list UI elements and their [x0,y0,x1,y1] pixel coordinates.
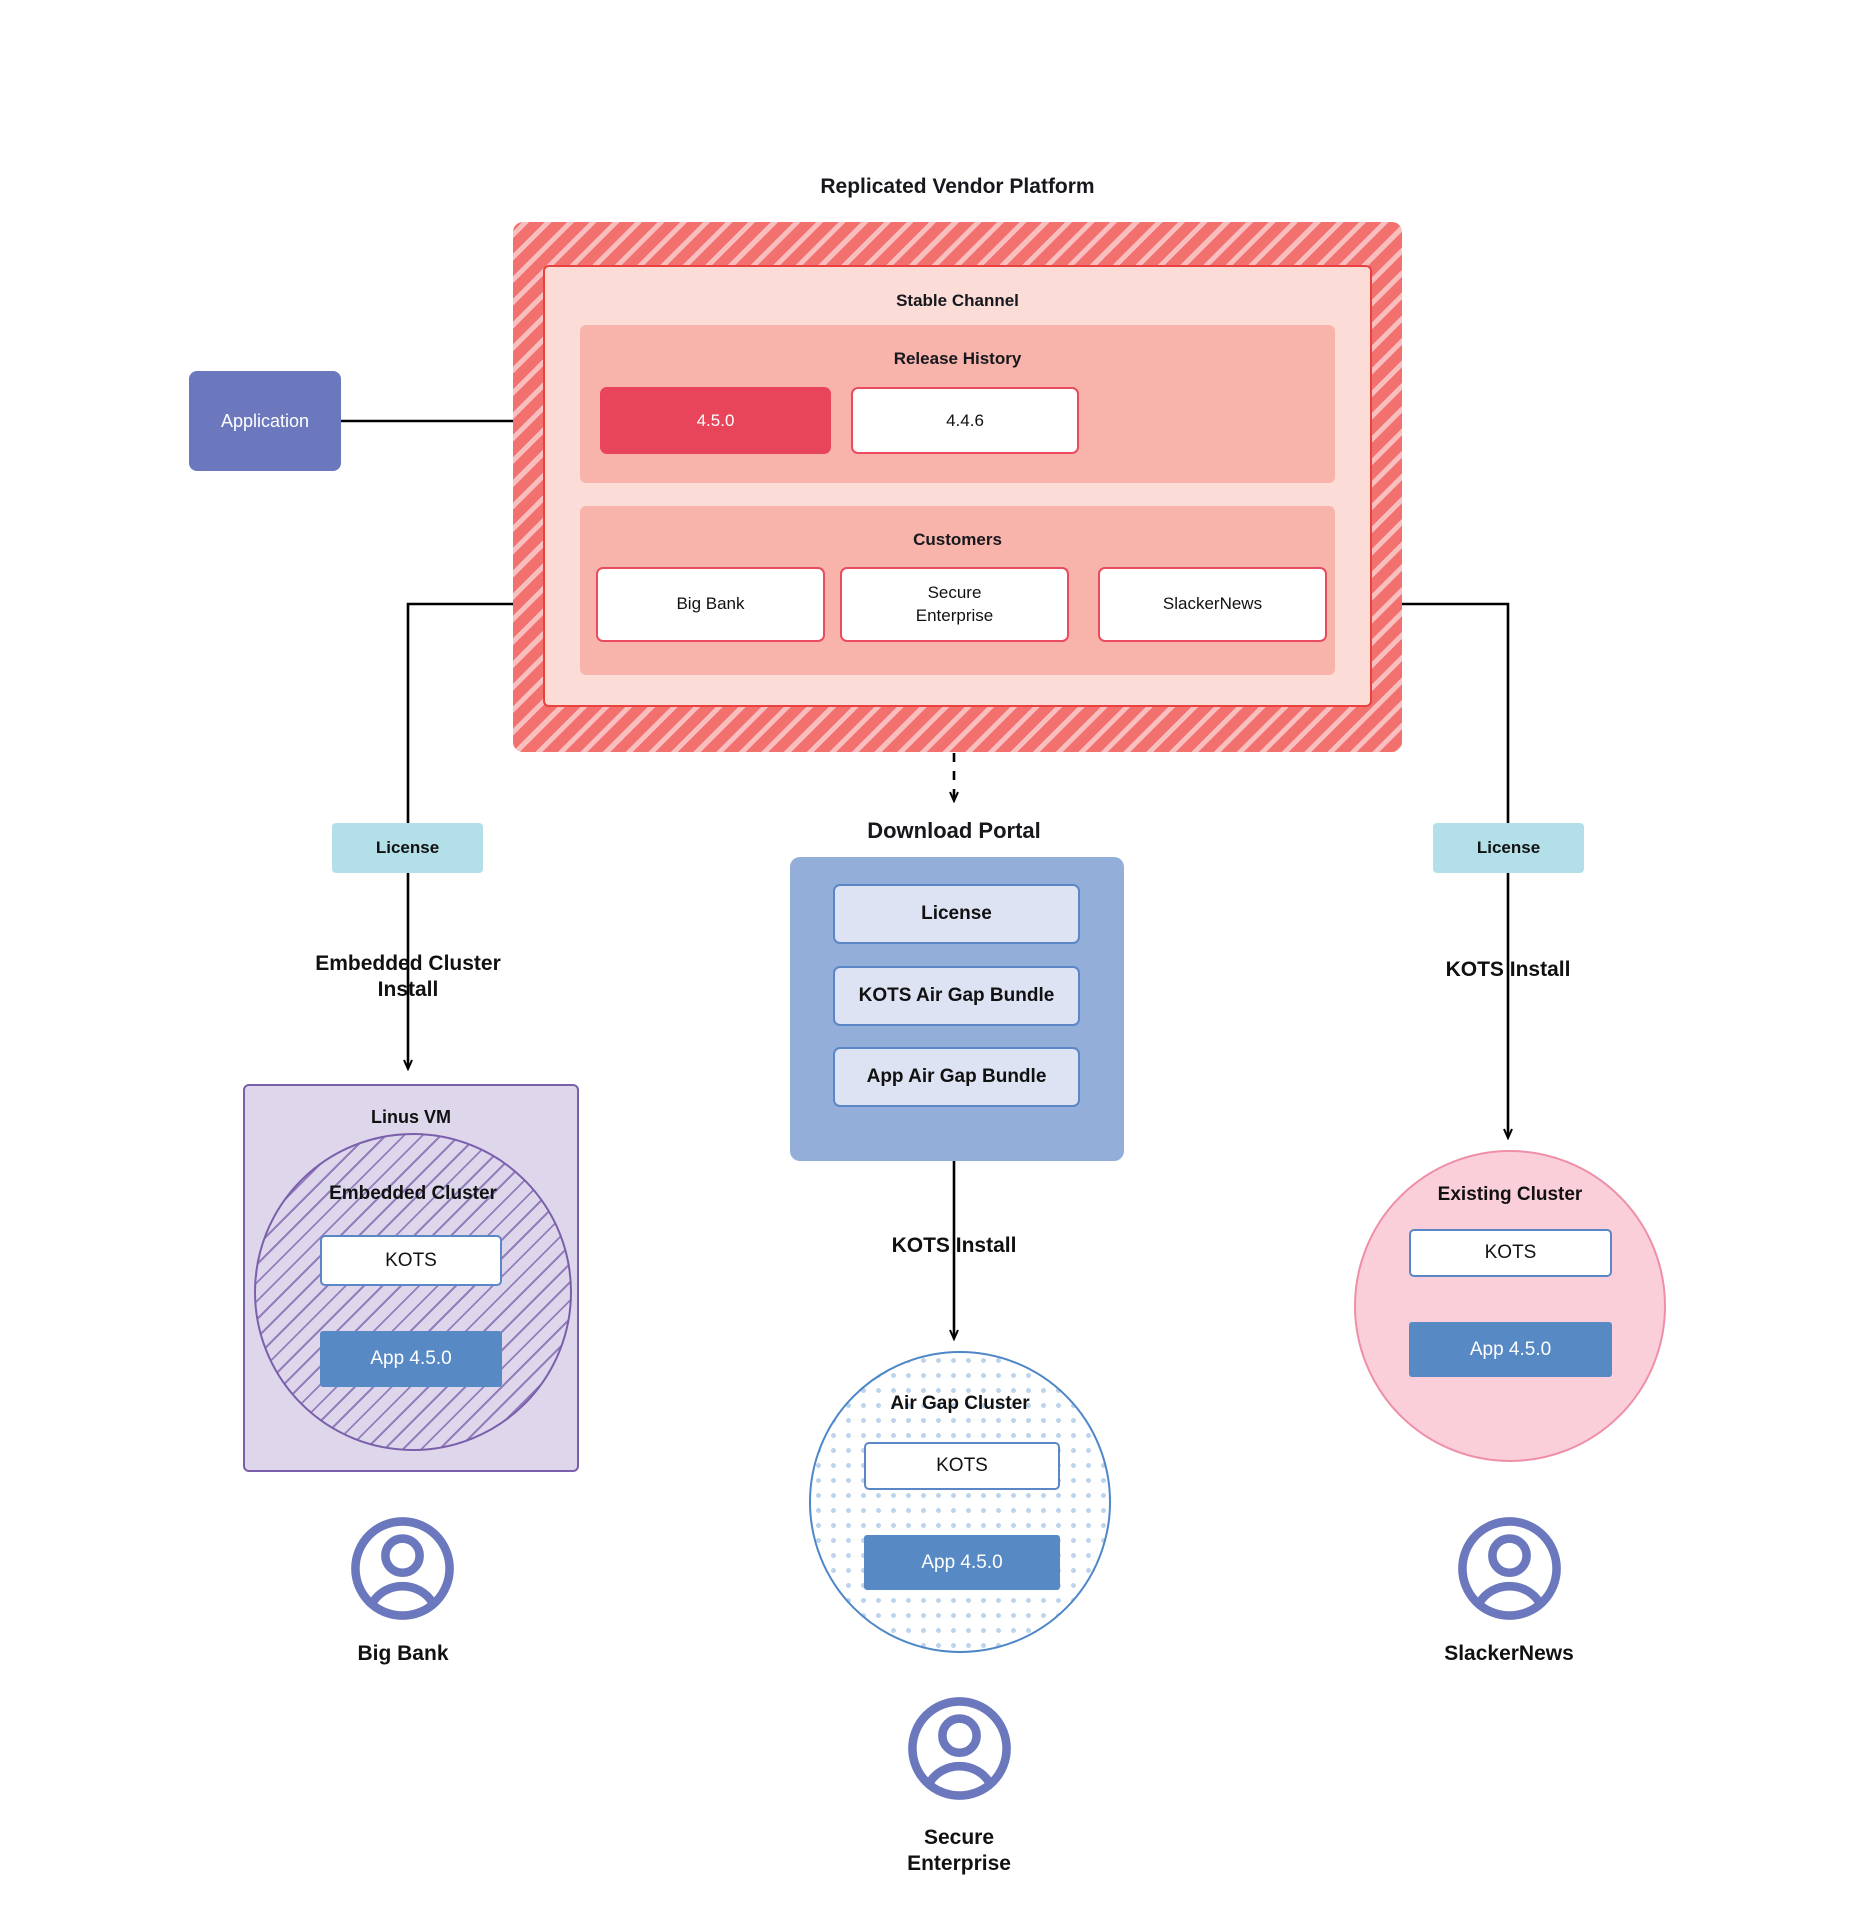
portal-item-license[interactable]: License [833,884,1080,944]
application-label: Application [220,410,310,431]
portal-item-app-air-gap-bundle[interactable]: App Air Gap Bundle [833,1047,1080,1107]
left-license-chip[interactable]: License [332,823,483,873]
stable-channel-title: Stable Channel [896,291,1019,310]
customer-chip-label: SlackerNews [1162,594,1263,614]
release-version-previous: 4.4.6 [946,410,984,430]
right-kots-box[interactable]: KOTS [1409,1229,1612,1277]
left-install-label-line1: Embedded Cluster [315,951,501,975]
right-install-label: KOTS Install [1445,957,1571,981]
portal-item-label: App Air Gap Bundle [866,1066,1047,1087]
right-license-chip[interactable]: License [1433,823,1584,873]
linus-vm-title: Linus VM [371,1106,451,1127]
right-app-version-box[interactable]: App 4.5.0 [1409,1322,1612,1377]
right-license-label: License [1476,838,1541,857]
download-portal-title: Download Portal [867,818,1041,843]
person-icon-big-bank [349,1515,456,1622]
embedded-cluster-title: Embedded Cluster [329,1183,497,1204]
center-kots-label: KOTS [936,1455,988,1476]
center-kots-box[interactable]: KOTS [864,1442,1060,1490]
left-license-label: License [375,838,440,857]
left-customer-label: Big Bank [357,1641,449,1665]
right-customer-label: SlackerNews [1444,1641,1574,1665]
left-kots-label: KOTS [385,1249,437,1271]
air-gap-cluster-title: Air Gap Cluster [890,1393,1030,1414]
embedded-cluster-circle [254,1133,572,1451]
portal-item-kots-air-gap-bundle[interactable]: KOTS Air Gap Bundle [833,966,1080,1026]
left-install-label-line2: Install [377,978,439,1001]
left-app-version-box[interactable]: App 4.5.0 [320,1331,502,1387]
release-history-title: Release History [893,349,1022,368]
left-install-label: Embedded Cluster Install [258,948,558,1006]
right-app-version-label: App 4.5.0 [1469,1338,1552,1360]
left-kots-box[interactable]: KOTS [320,1235,502,1286]
person-icon-slackernews [1456,1515,1563,1622]
existing-cluster-title: Existing Cluster [1437,1184,1583,1205]
customer-chip-big-bank[interactable]: Big Bank [596,567,825,642]
air-gap-cluster-circle [809,1351,1111,1653]
center-customer-label-line2: Enterprise [907,1852,1011,1875]
customer-chip-label: Big Bank [676,594,745,614]
customer-chip-slackernews[interactable]: SlackerNews [1098,567,1327,642]
customer-chip-secure-enterprise[interactable]: Secure Enterprise [840,567,1069,642]
portal-item-label: License [921,903,992,924]
center-customer-label: Secure Enterprise [809,1820,1109,1882]
release-chip-previous[interactable]: 4.4.6 [851,387,1079,454]
center-app-version-box[interactable]: App 4.5.0 [864,1535,1060,1590]
portal-item-label: KOTS Air Gap Bundle [858,985,1055,1006]
customer-chip-label-line2: Enterprise [915,605,994,625]
person-icon-secure-enterprise [906,1695,1013,1802]
customers-title: Customers [913,530,1002,549]
release-chip-current[interactable]: 4.5.0 [600,387,831,454]
left-app-version-label: App 4.5.0 [370,1348,452,1369]
center-install-label: KOTS Install [891,1233,1017,1257]
right-kots-label: KOTS [1484,1242,1537,1263]
center-app-version-label: App 4.5.0 [921,1551,1003,1573]
customer-chip-label-line1: Secure [927,582,982,602]
center-customer-label-line1: Secure [923,1825,995,1849]
existing-cluster-circle [1354,1150,1666,1462]
page-title: Replicated Vendor Platform [820,175,1095,198]
application-node[interactable]: Application [189,371,341,471]
release-version-current: 4.5.0 [696,410,735,430]
